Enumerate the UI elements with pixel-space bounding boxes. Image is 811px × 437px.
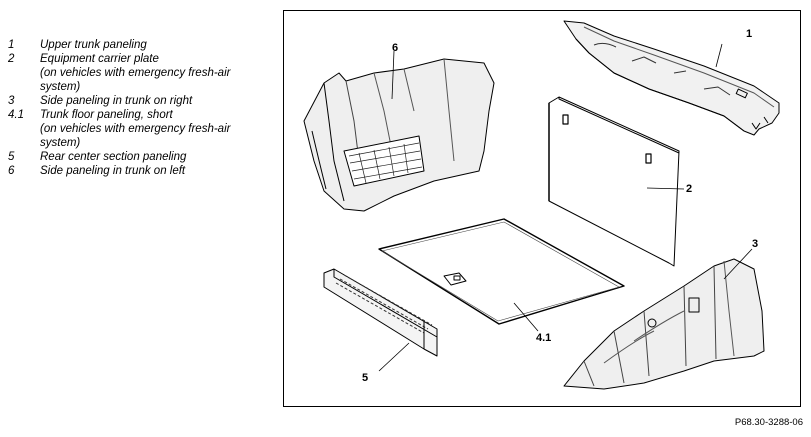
- callout-3: 3: [752, 238, 758, 250]
- legend-item-6: 6 Side paneling in trunk on left: [8, 164, 278, 178]
- legend-item-5: 5 Rear center section paneling: [8, 150, 278, 164]
- legend-number: 5: [8, 151, 15, 163]
- legend-text: Rear center section paneling: [40, 150, 278, 164]
- figure-code: P68.30-3288-06: [734, 417, 803, 428]
- legend-item-3: 3 Side paneling in trunk on right: [8, 94, 278, 108]
- legend-number: 3: [8, 95, 15, 107]
- rear-center-section-paneling-part: [323, 268, 438, 372]
- illustration-frame: 1 2 3 4.1 5 6: [283, 10, 801, 407]
- legend-number: 6: [8, 165, 15, 177]
- legend-text: Upper trunk paneling: [40, 38, 278, 52]
- legend-line: (on vehicles with emergency fresh-air: [40, 123, 231, 135]
- trunk-floor-paneling-part: [378, 218, 625, 332]
- callout-4-1: 4.1: [536, 332, 551, 344]
- legend-line: Equipment carrier plate: [40, 53, 159, 65]
- left-side-paneling-part: [303, 50, 495, 212]
- legend-line: Trunk floor paneling, short: [40, 109, 173, 121]
- legend-line: system): [40, 137, 81, 149]
- legend-number: 1: [8, 39, 15, 51]
- legend-line: Side paneling in trunk on right: [40, 95, 193, 107]
- legend-line: Upper trunk paneling: [40, 39, 147, 51]
- right-side-paneling-part: [563, 248, 765, 390]
- legend-line: system): [40, 81, 81, 93]
- legend-text: Equipment carrier plate (on vehicles wit…: [40, 52, 278, 94]
- legend-text: Trunk floor paneling, short (on vehicles…: [40, 108, 278, 150]
- parts-legend: 1 Upper trunk paneling 2 Equipment carri…: [8, 38, 278, 178]
- legend-number: 2: [8, 53, 15, 65]
- callout-6: 6: [392, 42, 398, 54]
- legend-item-2: 2 Equipment carrier plate (on vehicles w…: [8, 52, 278, 94]
- callout-5: 5: [362, 372, 368, 384]
- legend-item-4-1: 4.1 Trunk floor paneling, short (on vehi…: [8, 108, 278, 150]
- legend-number: 4.1: [8, 109, 24, 121]
- upper-trunk-paneling-part: [563, 20, 780, 136]
- legend-text: Side paneling in trunk on right: [40, 94, 278, 108]
- legend-line: Rear center section paneling: [40, 151, 187, 163]
- equipment-carrier-plate-part: [548, 96, 685, 267]
- exploded-parts-drawing: 1 2 3 4.1 5 6: [303, 20, 780, 390]
- legend-line: Side paneling in trunk on left: [40, 165, 186, 177]
- callout-2: 2: [686, 183, 692, 195]
- callout-1: 1: [746, 28, 752, 40]
- legend-text: Side paneling in trunk on left: [40, 164, 278, 178]
- legend-line: (on vehicles with emergency fresh-air: [40, 67, 231, 79]
- legend-item-1: 1 Upper trunk paneling: [8, 38, 278, 52]
